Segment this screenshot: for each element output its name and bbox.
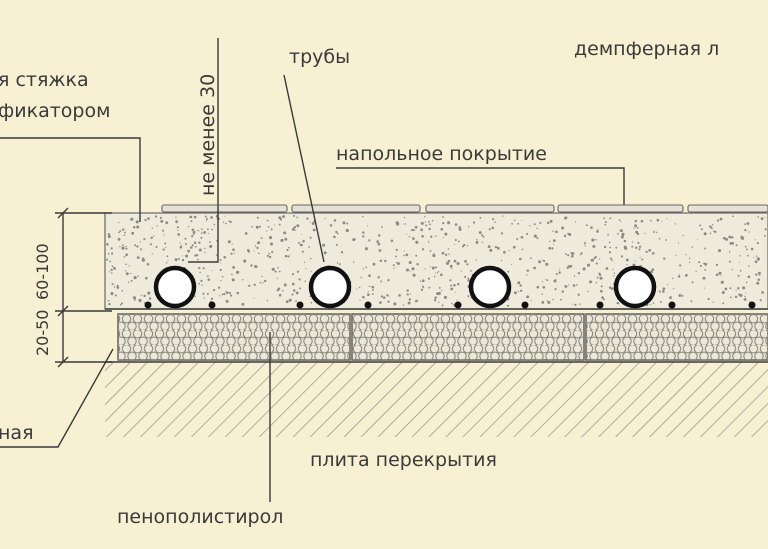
label-floor-covering: напольное покрытие — [336, 143, 547, 165]
dimension-lines — [55, 207, 112, 368]
pipe — [153, 265, 197, 309]
mounting-clips — [144, 301, 756, 309]
leader-lines — [0, 38, 625, 502]
dimension-screed: 60-100 — [33, 243, 52, 300]
label-damper: демпферная л — [574, 38, 719, 60]
floor-covering-layer — [161, 204, 768, 213]
pipes — [153, 265, 657, 309]
screed-layer — [104, 212, 768, 310]
label-pipes: трубы — [289, 46, 350, 68]
label-left-partial: ная — [0, 422, 34, 444]
label-screed-line2: фикатором — [0, 100, 110, 122]
label-screed-line1: я стяжка — [0, 69, 89, 91]
dimension-insulation: 20-50 — [33, 310, 52, 357]
label-eps: пенополистирол — [117, 506, 283, 528]
slab-layer — [105, 362, 768, 437]
label-slab: плита перекрытия — [310, 449, 497, 471]
pipe — [308, 265, 352, 309]
pipe — [468, 265, 512, 309]
insulation-layer — [117, 313, 768, 361]
pipe — [613, 265, 657, 309]
label-min-thickness: не менее 30 — [197, 74, 219, 196]
